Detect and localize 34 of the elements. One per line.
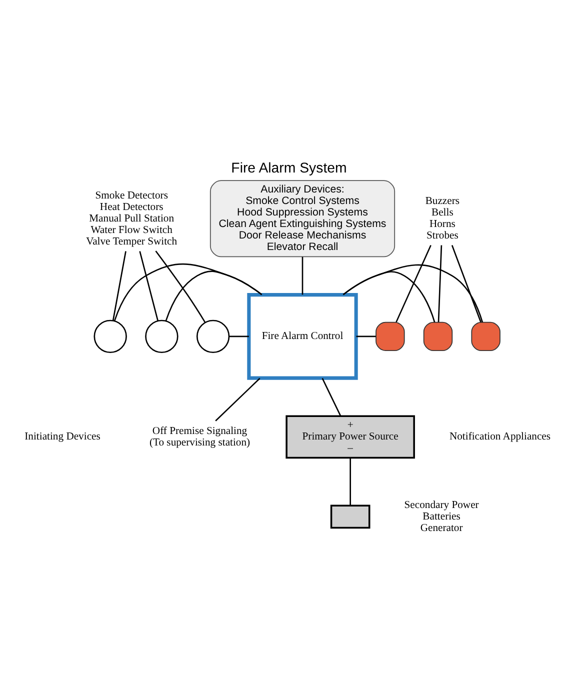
connector: [155, 250, 206, 322]
node-box: [330, 504, 370, 528]
connector: [451, 244, 482, 322]
connector: [322, 378, 342, 416]
node-box: Fire Alarm Control: [247, 292, 358, 380]
node-circle: [196, 319, 230, 353]
connector: [356, 335, 376, 337]
diagram-title: Fire Alarm System: [231, 160, 347, 176]
connector: [215, 377, 260, 421]
node-circle: [145, 319, 178, 353]
connector: [229, 335, 249, 337]
connector: [165, 270, 262, 320]
node-label: Batteries: [422, 510, 460, 522]
connector: [350, 457, 351, 505]
node-box: Auxiliary Devices: Smoke Control Systems Hood Suppression Systems Clean Agent Extinguishing Systems Door Release Mechanisms Elevator Recall: [210, 180, 396, 257]
connector: [112, 250, 126, 320]
node-text: Off Premise Signaling (To supervising station): [149, 425, 250, 448]
node-box: [471, 321, 500, 351]
node-text: Buzzers Bells Horns Strobes: [425, 196, 460, 242]
connector: [396, 244, 432, 322]
label: Notification Appliances: [449, 431, 551, 442]
node-label: Generator: [420, 522, 463, 534]
node-text: Smoke Detectors Heat Detectors Manual Pull Station Water Flow Switch Valve Temper Switch: [86, 190, 178, 247]
node-box: + Primary Power Source –: [286, 414, 415, 458]
label: Initiating Devices: [24, 431, 100, 442]
node-box: [423, 321, 453, 351]
connector: [114, 262, 262, 320]
connector: [438, 244, 442, 322]
node-label: Secondary Power: [404, 499, 479, 510]
connector: [302, 256, 304, 294]
node-box: [376, 321, 405, 351]
connector: [139, 250, 159, 320]
connector: [342, 264, 484, 322]
node-circle: [94, 319, 127, 353]
